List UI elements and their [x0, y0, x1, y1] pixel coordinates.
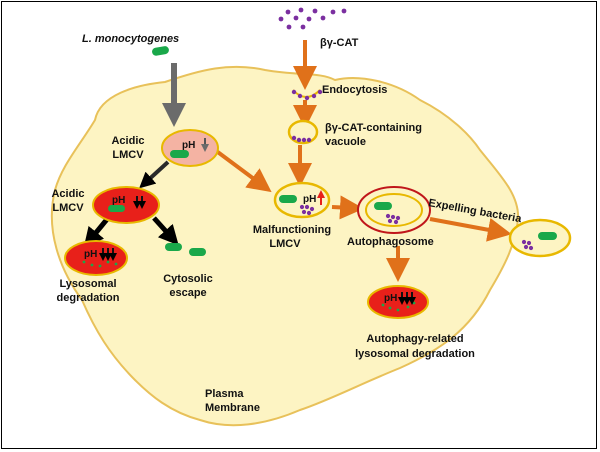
label-cytosolic-1: Cytosolic [163, 273, 213, 285]
label-ph-lysosome: pH [84, 249, 97, 260]
label-acidic-lmcv-1a: Acidic [111, 135, 144, 147]
autophagosome-inner [365, 193, 423, 227]
listeria-in-malfunctioning [279, 195, 297, 203]
toxin-dots-malfunctioning [299, 204, 315, 216]
arrow-to-lysosomal-degradation [83, 216, 110, 248]
toxin-dots-vacuole [291, 135, 312, 143]
arrow-expelling-bacteria [429, 217, 512, 242]
label-bgcat: βγ-CAT [320, 37, 359, 49]
label-vacuole-2: vacuole [325, 136, 366, 148]
label-acidic-lmcv-2a: Acidic [51, 188, 84, 200]
expelled-bacterium [538, 232, 557, 240]
ph-down-arrows-2 [133, 196, 146, 209]
toxin-dots-endocytosis [291, 89, 323, 101]
ph-down-arrows-lysosome [99, 248, 117, 261]
label-lysosomal-1: Lysosomal [59, 278, 116, 290]
listeria-bacterium-outside [152, 46, 169, 56]
toxin-dots-outside [278, 7, 347, 30]
label-autophagy-2: lysosomal degradation [355, 348, 475, 360]
label-malfunctioning-1: Malfunctioning [253, 224, 331, 236]
autophagy-lysosome [367, 285, 429, 319]
label-ph-1: pH [182, 140, 195, 151]
arrow-acidic-to-malfunctioning [213, 148, 272, 193]
label-acidic-lmcv-2b: LMCV [52, 202, 84, 214]
toxin-dots-autophagosome [385, 213, 401, 225]
label-listeria: L. monocytogenes [82, 33, 179, 45]
lysosome [64, 240, 128, 276]
listeria-in-autophagosome [374, 202, 392, 210]
label-ph-2: pH [112, 195, 125, 206]
ph-down-arrows-autophagy [398, 292, 416, 305]
label-membrane-2: Membrane [205, 402, 260, 414]
label-ph-autophagy: pH [384, 293, 397, 304]
lysosome-debris [82, 260, 118, 268]
label-cytosolic-2: escape [169, 287, 206, 299]
label-endocytosis: Endocytosis [322, 84, 387, 96]
label-autophagy-1: Autophagy-related [366, 333, 463, 345]
arrow-acidic1-to-acidic2 [139, 160, 170, 189]
toxin-dots-expelled [521, 239, 534, 251]
malfunctioning-lmcv [273, 181, 331, 219]
arrow-malfunctioning-to-autophagosome [331, 195, 364, 220]
cytosolic-bacterium-2 [189, 248, 206, 256]
listeria-in-lmcv-2 [108, 205, 125, 212]
label-acidic-lmcv-1b: LMCV [112, 149, 144, 161]
label-vacuole-1: βγ-CAT-containing [325, 122, 422, 134]
label-malfunctioning-2: LMCV [269, 238, 301, 250]
label-ph-malfunctioning: pH [303, 194, 316, 205]
label-membrane-1: Plasma [205, 388, 244, 400]
label-lysosomal-2: degradation [57, 292, 120, 304]
acidic-lmcv-2 [92, 186, 160, 224]
arrow-to-cytosolic-escape [152, 216, 179, 246]
label-autophagosome: Autophagosome [347, 236, 434, 248]
cytosolic-bacterium-1 [165, 243, 182, 251]
listeria-in-lmcv-1 [170, 150, 189, 158]
